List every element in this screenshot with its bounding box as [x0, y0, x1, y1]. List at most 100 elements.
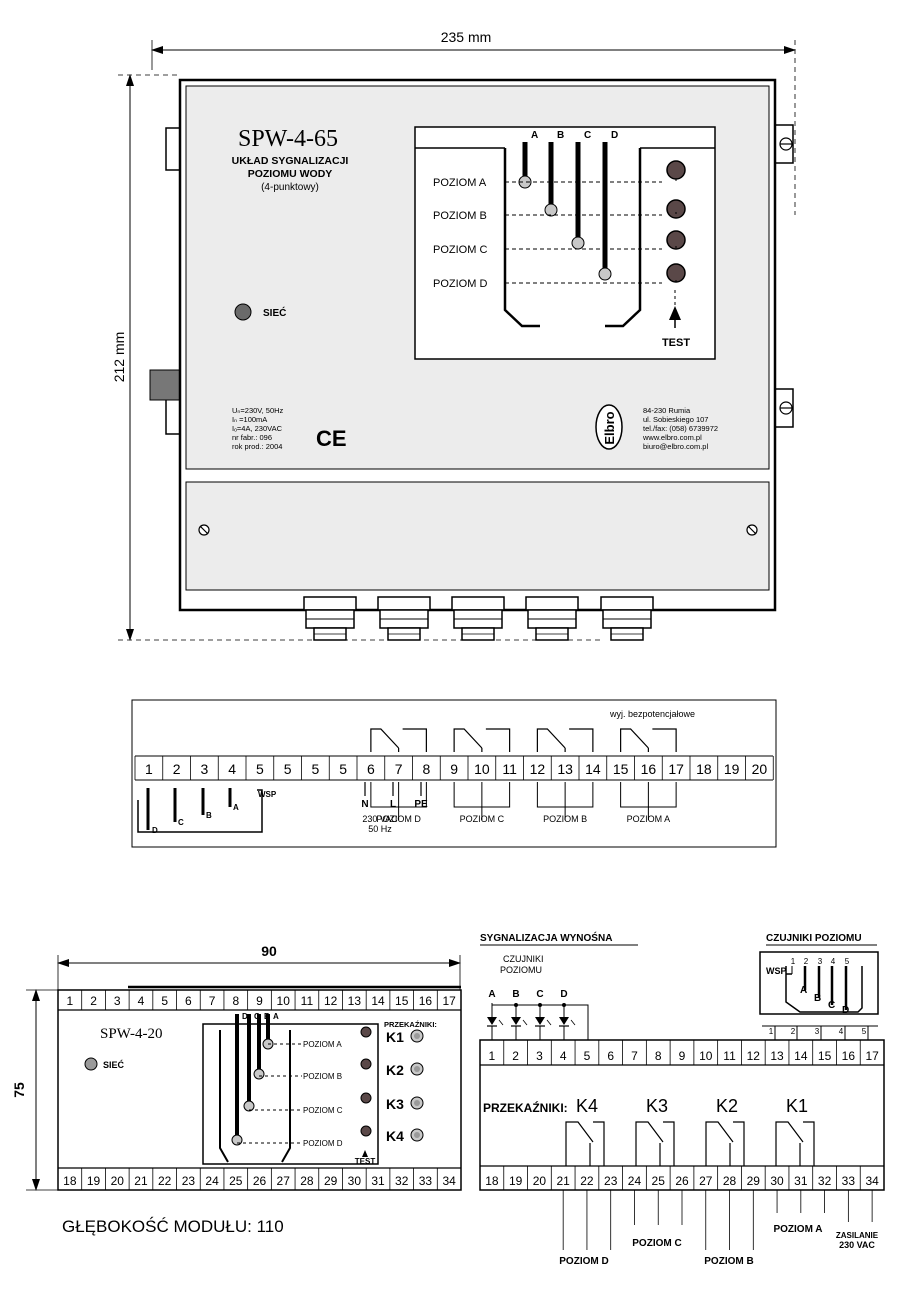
front-probe-letter: D	[611, 130, 618, 141]
strip-voltage-line-1: 230 VAC	[362, 814, 398, 824]
strip-output-label: POZIOM B	[543, 814, 587, 824]
terminal-number: 11	[723, 1049, 736, 1063]
front-level-led	[666, 160, 686, 180]
remote-led-diode	[511, 1017, 521, 1025]
front-probe-letter: B	[557, 130, 564, 141]
strip-terminal-number: 4	[228, 761, 236, 777]
module-model-title: SPW-4-20	[100, 1026, 163, 1042]
sensor-box-letter: B	[814, 993, 821, 1004]
terminal-number: 27	[277, 1174, 291, 1188]
strip-terminal-number: 6	[367, 761, 375, 777]
terminal-number: 24	[205, 1174, 219, 1188]
sensor-box-vessel	[785, 966, 863, 1013]
module-probe-letter: A	[273, 1012, 279, 1021]
spec-line-5: rok prod.: 2004	[232, 442, 282, 451]
front-subtitle-1: UKŁAD SYGNALIZACJI	[232, 155, 349, 167]
remote-led-diode	[535, 1017, 545, 1025]
strip-terminal-number: 8	[422, 761, 430, 777]
terminal-number: 25	[229, 1174, 243, 1188]
terminal-number: 4	[560, 1049, 567, 1063]
terminal-number: 23	[604, 1174, 618, 1188]
front-probe-tip	[571, 236, 585, 250]
wiring-output-label: POZIOM B	[704, 1256, 753, 1267]
front-view: 235 mm 212 mm SPW-4-65 UKŁAD S	[111, 29, 796, 641]
module-probe-tip	[253, 1068, 265, 1080]
front-subtitle-2: POZIOMU WODY	[248, 168, 333, 180]
terminal-number: 28	[300, 1174, 314, 1188]
terminal-number: 34	[442, 1174, 456, 1188]
front-level-label: POZIOM D	[433, 278, 487, 290]
tank-right-wall	[605, 148, 642, 328]
terminal-number: 3	[114, 994, 121, 1008]
strip-terminal-number: 17	[668, 761, 684, 777]
terminal-number: 25	[652, 1174, 666, 1188]
front-probe-tip	[598, 267, 612, 281]
terminal-number: 30	[770, 1174, 784, 1188]
level-diagram-frame	[414, 126, 716, 360]
address-line-1: 84-230 Rumia	[643, 406, 691, 415]
remote-led-letter: B	[512, 989, 519, 1000]
strip-terminal-number: 11	[502, 761, 517, 777]
front-probe-letter: A	[531, 130, 538, 141]
module-probe-letter: D	[242, 1012, 248, 1021]
ce-mark: CE	[316, 426, 347, 451]
module-relay-label: K1	[386, 1029, 404, 1045]
left-bracket-top	[165, 127, 181, 171]
terminal-number: 21	[134, 1174, 148, 1188]
strip-probe-vessel	[137, 789, 263, 833]
module-level-label: POZIOM C	[303, 1106, 343, 1115]
module-level-led	[360, 1092, 372, 1104]
module-level-label: POZIOM D	[303, 1139, 343, 1148]
terminal-number: 20	[533, 1174, 547, 1188]
terminal-number: 12	[747, 1049, 761, 1063]
sensor-box-number: 3	[818, 957, 823, 966]
wiring-relay-label: K4	[576, 1096, 598, 1116]
terminal-strip-frame	[131, 699, 777, 848]
spec-block: Uₙ=230V, 50Hz Iₙ =100mA Iₒ=4A, 230VAC nr…	[232, 406, 284, 451]
terminal-number: 9	[679, 1049, 686, 1063]
sensor-box-number: 1	[791, 957, 796, 966]
strip-terminal-number: 16	[641, 761, 657, 777]
sensor-box-wsp: WSP	[766, 966, 787, 976]
module-tank	[219, 1030, 291, 1163]
wiring-relay-label: K2	[716, 1096, 738, 1116]
terminal-number: 13	[770, 1049, 784, 1063]
terminal-number: 22	[158, 1174, 172, 1188]
terminal-number: 8	[232, 994, 239, 1008]
sensor-box-number: 5	[845, 957, 850, 966]
strip-terminal-number: 5	[311, 761, 319, 777]
module-probe-tip	[243, 1100, 255, 1112]
terminal-number: 5	[161, 994, 168, 1008]
front-probe-tip	[544, 203, 558, 217]
remote-signal-label: SYGNALIZACJA WYNOŚNA	[480, 931, 612, 944]
wiring-relay-contact	[705, 1121, 745, 1166]
supply-label-2: 230 VAC	[839, 1240, 875, 1250]
sensor-box-letter: C	[828, 1000, 835, 1011]
terminal-number: 7	[631, 1049, 638, 1063]
test-indicator: TEST	[662, 290, 690, 349]
wiring-relay-contact	[635, 1121, 675, 1166]
terminal-number: 20	[111, 1174, 125, 1188]
terminal-number: 31	[371, 1174, 385, 1188]
strip-terminal-number: 9	[450, 761, 458, 777]
terminal-number: 11	[301, 994, 314, 1008]
module-width-label: 90	[261, 943, 277, 959]
terminal-number: 9	[256, 994, 263, 1008]
strip-probe-letter: A	[233, 803, 239, 812]
terminal-number: 18	[63, 1174, 77, 1188]
strip-voltage-line-2: 50 Hz	[368, 824, 392, 834]
module-tank-left	[219, 1030, 229, 1163]
terminal-number: 32	[818, 1174, 832, 1188]
sensor-foot-number: 2	[791, 1027, 796, 1036]
strip-relay-contact	[536, 728, 594, 752]
spec-line-4: nr fabr.: 096	[232, 433, 272, 442]
terminal-number: 33	[842, 1174, 856, 1188]
module-tank-right	[281, 1030, 291, 1163]
